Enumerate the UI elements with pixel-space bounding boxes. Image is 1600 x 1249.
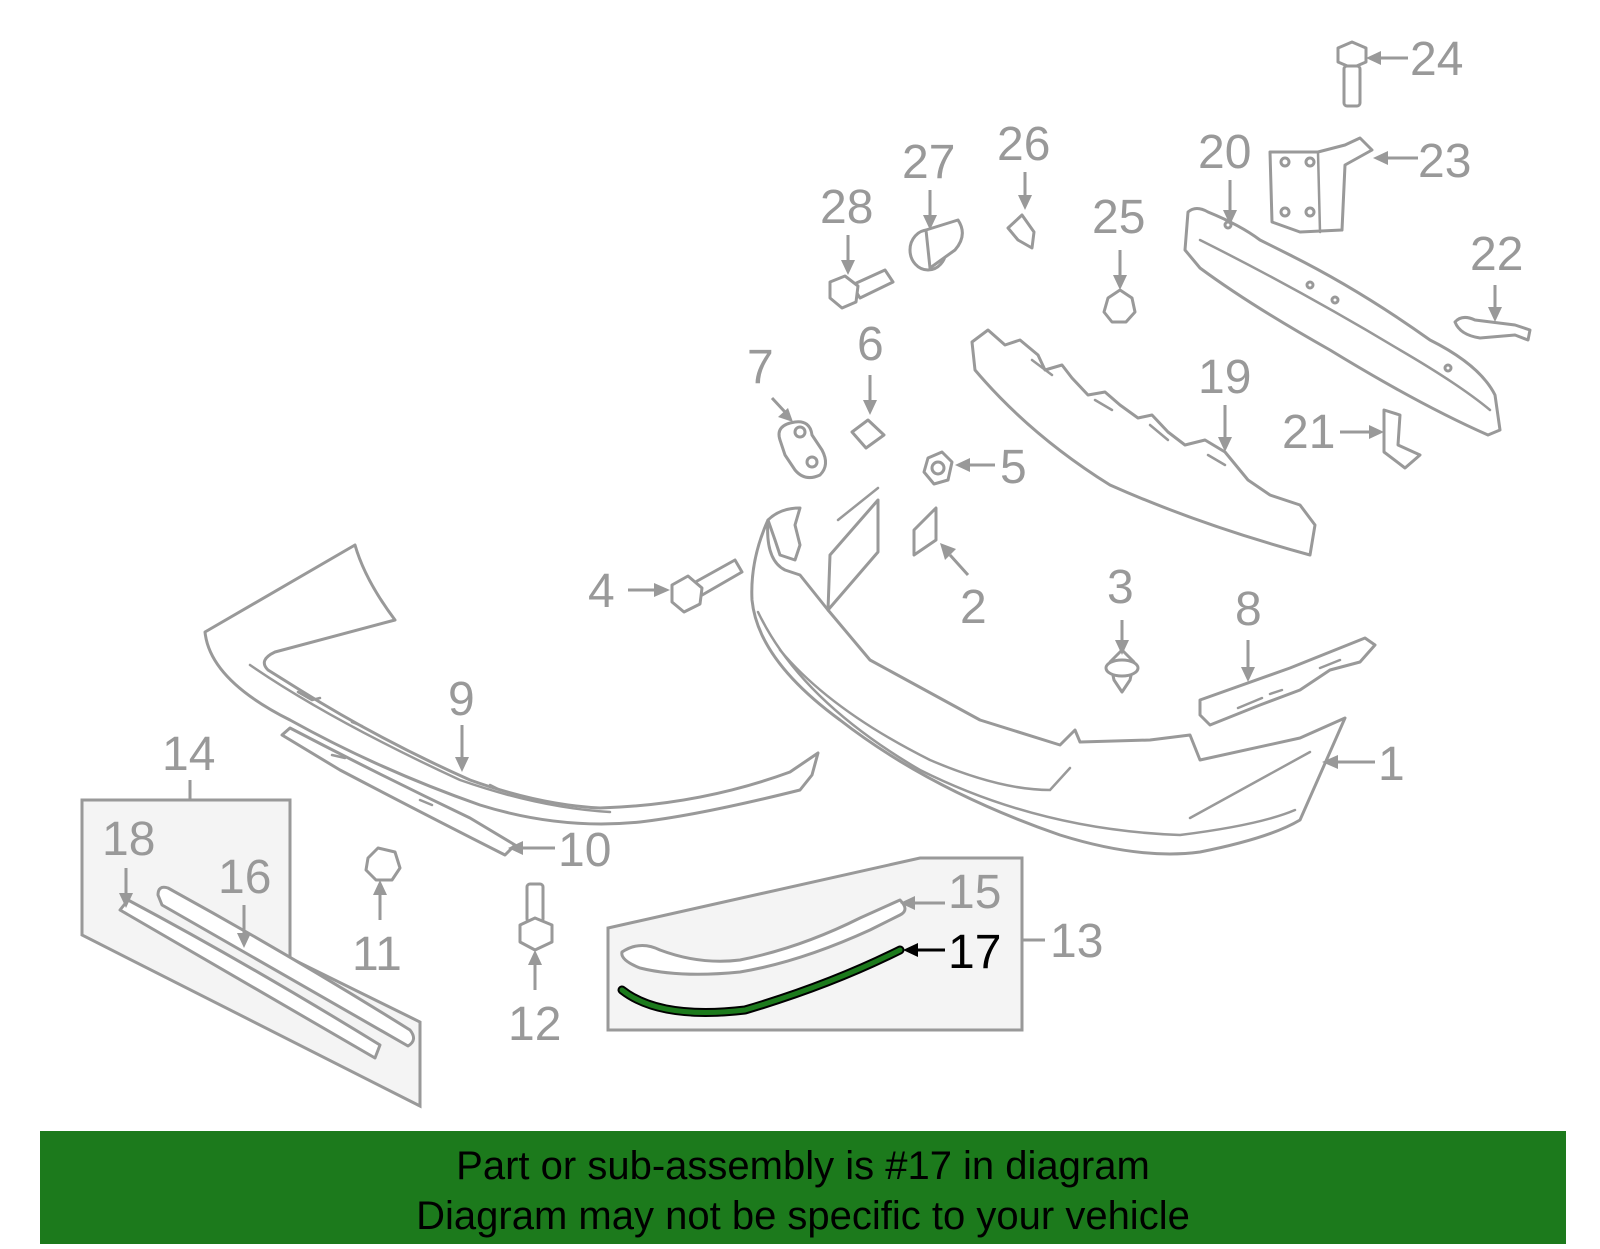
callout-11: 11 xyxy=(352,928,402,981)
part-2-pad xyxy=(912,506,938,557)
part-6-pad xyxy=(850,418,886,450)
info-banner: Part or sub-assembly is #17 in diagram D… xyxy=(40,1131,1566,1244)
callout-26: 26 xyxy=(997,118,1050,171)
callout-9: 9 xyxy=(448,673,475,726)
callout-15: 15 xyxy=(948,866,1001,919)
leader-arrows xyxy=(119,51,1502,990)
callout-16: 16 xyxy=(218,851,271,904)
part-8-bracket xyxy=(1198,636,1377,727)
callout-4: 4 xyxy=(588,565,615,618)
banner-line-2: Diagram may not be specific to your vehi… xyxy=(416,1194,1190,1238)
callout-12: 12 xyxy=(508,998,561,1051)
part-7-bracket xyxy=(777,420,827,480)
part-24-bolt xyxy=(1336,40,1368,108)
part-9-valance xyxy=(203,543,820,826)
callout-24: 24 xyxy=(1410,33,1463,86)
callout-22: 22 xyxy=(1470,228,1523,281)
callout-7: 7 xyxy=(747,341,774,394)
part-4-bolt xyxy=(670,558,744,614)
part-11-clip xyxy=(364,846,402,882)
part-5-nut xyxy=(922,450,954,486)
callout-10: 10 xyxy=(558,824,611,877)
bumper-cover-part-1 xyxy=(750,486,1347,856)
callout-27: 27 xyxy=(902,136,955,189)
callout-5: 5 xyxy=(1000,441,1027,494)
part-25-plug xyxy=(1102,288,1137,324)
part-27-plug xyxy=(908,218,964,272)
callout-19: 19 xyxy=(1198,351,1251,404)
part-3-clip xyxy=(1104,648,1140,694)
callout-17: 17 xyxy=(948,926,1001,979)
part-21-clip xyxy=(1382,408,1422,470)
callout-13: 13 xyxy=(1050,915,1103,968)
part-28-bolt xyxy=(828,268,895,310)
part-26-pad xyxy=(1006,213,1036,250)
callout-6: 6 xyxy=(857,318,884,371)
part-16-strip xyxy=(156,885,415,1048)
part-17-molding-highlighted[interactable] xyxy=(617,945,905,1017)
callout-18: 18 xyxy=(102,813,155,866)
part-22-clip xyxy=(1453,315,1532,342)
callout-8: 8 xyxy=(1235,583,1262,636)
callout-23: 23 xyxy=(1418,135,1471,188)
part-10-strip xyxy=(280,726,517,857)
callout-2: 2 xyxy=(960,581,987,634)
part-15-molding xyxy=(620,898,907,976)
callout-20: 20 xyxy=(1198,126,1251,179)
part-12-bolt xyxy=(518,882,554,952)
part-23-bracket xyxy=(1268,136,1374,234)
part-18-strip xyxy=(118,898,382,1060)
callout-1: 1 xyxy=(1378,738,1405,791)
callout-21: 21 xyxy=(1282,406,1335,459)
callout-25: 25 xyxy=(1092,191,1145,244)
part-19-absorber xyxy=(970,328,1317,557)
callout-14: 14 xyxy=(162,728,215,781)
callout-28: 28 xyxy=(820,181,873,234)
callout-3: 3 xyxy=(1107,561,1134,614)
banner-line-1: Part or sub-assembly is #17 in diagram xyxy=(456,1144,1150,1188)
